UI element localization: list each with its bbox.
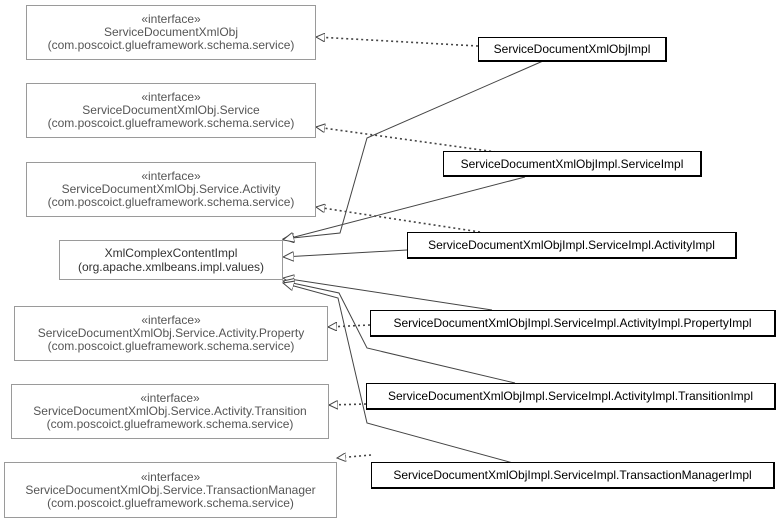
impl-class-box[interactable]: ServiceDocumentXmlObjImpl.ServiceImpl.Ac… (366, 383, 776, 410)
impl-class-box[interactable]: ServiceDocumentXmlObjImpl (478, 37, 667, 62)
interface-box[interactable]: «interface» ServiceDocumentXmlObj.Servic… (26, 83, 316, 138)
generalization-edge (283, 281, 516, 384)
package-name: (com.poscoict.glueframework.schema.servi… (47, 195, 295, 209)
realization-edge (329, 404, 367, 405)
interface-name: ServiceDocumentXmlObj.Service.Activity.P… (37, 326, 305, 340)
package-name: (org.apache.xmlbeans.impl.values) (77, 260, 265, 274)
package-name: (com.poscoict.glueframework.schema.servi… (46, 417, 294, 431)
class-name: ServiceDocumentXmlObjImpl.ServiceImpl.Ac… (428, 238, 715, 252)
class-name: ServiceDocumentXmlObjImpl.ServiceImpl (460, 156, 684, 171)
interface-box[interactable]: «interface» ServiceDocumentXmlObj.Servic… (14, 306, 328, 361)
impl-class-box[interactable]: ServiceDocumentXmlObjImpl.ServiceImpl.Tr… (371, 462, 775, 489)
generalization-edges (283, 60, 544, 464)
generalization-edge (283, 60, 544, 239)
stereotype-label: «interface» (141, 313, 201, 327)
class-name: XmlComplexContentImpl (104, 246, 238, 260)
package-name: (com.poscoict.glueframework.schema.servi… (47, 495, 294, 510)
class-name: ServiceDocumentXmlObjImpl.ServiceImpl.Ac… (393, 316, 752, 330)
interface-name: ServiceDocumentXmlObj.Service (82, 103, 260, 117)
interface-name: ServiceDocumentXmlObj.Service.Activity.T… (33, 404, 307, 418)
realization-edges (316, 37, 497, 458)
realization-edge (316, 37, 479, 47)
generalization-edge (283, 249, 408, 257)
interface-box[interactable]: «interface» ServiceDocumentXmlObj (com.p… (26, 5, 316, 60)
realization-edge (328, 325, 371, 327)
generalization-edge (283, 283, 514, 464)
class-name: ServiceDocumentXmlObjImpl.ServiceImpl.Tr… (393, 468, 752, 482)
class-name: ServiceDocumentXmlObjImpl.ServiceImpl.Ac… (388, 389, 753, 403)
generalization-edge (283, 176, 526, 240)
stereotype-label: «interface» (141, 90, 201, 104)
package-name: (com.poscoict.glueframework.schema.servi… (47, 38, 295, 52)
interface-name: ServiceDocumentXmlObj.Service.Activity (61, 182, 281, 196)
stereotype-label: «interface» (140, 391, 200, 405)
class-name: ServiceDocumentXmlObjImpl (493, 42, 651, 56)
stereotype-label: «interface» (140, 469, 201, 484)
package-name: (com.poscoict.glueframework.schema.servi… (47, 339, 295, 353)
interface-box[interactable]: «interface» ServiceDocumentXmlObj.Servic… (11, 384, 329, 439)
base-class-box[interactable]: XmlComplexContentImpl (org.apache.xmlbea… (59, 240, 283, 280)
impl-class-box[interactable]: ServiceDocumentXmlObjImpl.ServiceImpl.Ac… (407, 232, 737, 259)
stereotype-label: «interface» (141, 169, 201, 183)
realization-edge (337, 455, 372, 458)
stereotype-label: «interface» (141, 12, 201, 26)
interface-name: ServiceDocumentXmlObj.Service.Transactio… (25, 482, 316, 497)
realization-edge (316, 127, 497, 153)
impl-class-box[interactable]: ServiceDocumentXmlObjImpl.ServiceImpl (443, 151, 702, 177)
realization-edge (316, 207, 481, 233)
generalization-edge (283, 278, 493, 311)
interface-box[interactable]: «interface» ServiceDocumentXmlObj.Servic… (4, 462, 337, 518)
impl-class-box[interactable]: ServiceDocumentXmlObjImpl.ServiceImpl.Ac… (370, 310, 776, 337)
package-name: (com.poscoict.glueframework.schema.servi… (47, 116, 295, 130)
interface-box[interactable]: «interface» ServiceDocumentXmlObj.Servic… (26, 162, 316, 217)
interface-name: ServiceDocumentXmlObj (103, 25, 239, 39)
